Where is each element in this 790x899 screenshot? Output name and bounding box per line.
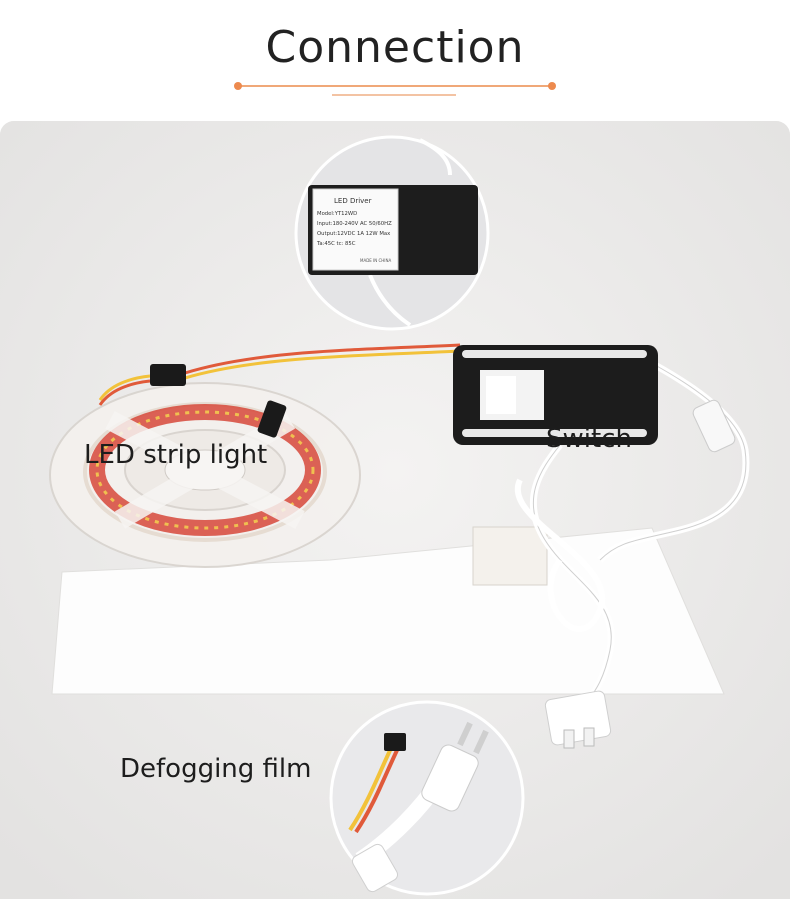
driver-heading: LED Driver: [334, 197, 372, 205]
driver-model: Model:YT12WD: [317, 211, 357, 217]
cable-connector: [692, 399, 736, 453]
product-photo: LED Driver Model:YT12WD Input:180-240V A…: [0, 121, 790, 899]
driver-origin: MADE IN CHINA: [360, 258, 391, 263]
driver-temp: Ta:45C tc: 85C: [316, 241, 356, 247]
strip-wire-yellow: [184, 349, 461, 380]
label-defogging-film: Defogging film: [120, 754, 312, 784]
driver-sticker: [312, 188, 399, 271]
led-strip-reel: [49, 382, 361, 568]
plug-inset: [329, 700, 525, 896]
product-illustration: LED Driver Model:YT12WD Input:180-240V A…: [0, 121, 790, 899]
strip-connector-1: [150, 364, 186, 386]
plug: [544, 690, 612, 746]
page-title: Connection: [265, 22, 525, 73]
divider-dot-left: [234, 82, 242, 90]
driver-output: Output:12VDC 1A 12W Max: [317, 231, 390, 237]
strip-wire-red: [184, 343, 461, 375]
title-divider: [234, 80, 556, 96]
strip-connector-2: [257, 400, 287, 438]
switch-box: [453, 345, 658, 445]
divider-dot-right: [548, 82, 556, 90]
driver-input: Input:180-240V AC 50/60HZ: [317, 221, 392, 227]
label-led-strip: LED strip light: [84, 440, 268, 470]
divider-line: [238, 85, 552, 87]
label-switch: Switch: [546, 424, 632, 454]
driver-inset: [294, 135, 490, 331]
divider-underline: [332, 94, 456, 96]
film-tab: [472, 526, 548, 586]
